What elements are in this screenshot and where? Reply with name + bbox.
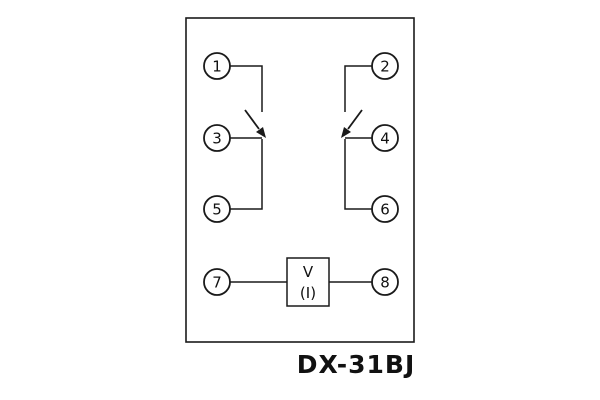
- wire-contact-to-terminal6: [344, 139, 372, 210]
- wire-contact-to-terminal5: [230, 139, 263, 210]
- terminal-3-number: 3: [212, 130, 222, 148]
- terminal-5-circle: [203, 195, 231, 223]
- meter-label-current: (I): [300, 284, 316, 302]
- terminal-7-circle: [203, 268, 231, 296]
- contact-arrow-icon-left: [256, 127, 266, 138]
- diagram-border: [185, 17, 415, 343]
- meter-element-box: [286, 257, 330, 307]
- contact-arrow-icon-right: [341, 127, 351, 138]
- terminal-5-number: 5: [212, 201, 222, 219]
- terminal-2: 2: [371, 52, 399, 80]
- wire-terminal2-to-contact: [344, 65, 372, 112]
- terminal-5: 5: [203, 195, 231, 223]
- contact-blade-right: [347, 109, 363, 130]
- terminal-8: 8: [371, 268, 399, 296]
- meter-label-voltage: V: [303, 263, 314, 281]
- terminal-7: 7: [203, 268, 231, 296]
- terminal-6: 6: [371, 195, 399, 223]
- model-caption: DX-31BJ: [296, 350, 416, 379]
- terminal-4-number: 4: [380, 130, 390, 148]
- meter-branch-group: V (I): [230, 257, 372, 307]
- wire-terminal1-to-contact: [230, 65, 263, 112]
- terminal-4: 4: [371, 124, 399, 152]
- terminal-3-circle: [203, 124, 231, 152]
- terminal-1: 1: [203, 52, 231, 80]
- terminal-8-number: 8: [380, 274, 390, 292]
- terminal-4-circle: [371, 124, 399, 152]
- terminal-2-circle: [371, 52, 399, 80]
- terminal-7-number: 7: [212, 274, 222, 292]
- terminal-1-number: 1: [212, 58, 222, 76]
- terminal-3: 3: [203, 124, 231, 152]
- terminal-6-circle: [371, 195, 399, 223]
- terminal-6-number: 6: [380, 201, 390, 219]
- left-contact-group: [230, 65, 266, 210]
- terminal-8-circle: [371, 268, 399, 296]
- contact-blade-left: [244, 109, 260, 130]
- terminal-1-circle: [203, 52, 231, 80]
- terminal-2-number: 2: [380, 58, 390, 76]
- right-contact-group: [341, 65, 372, 210]
